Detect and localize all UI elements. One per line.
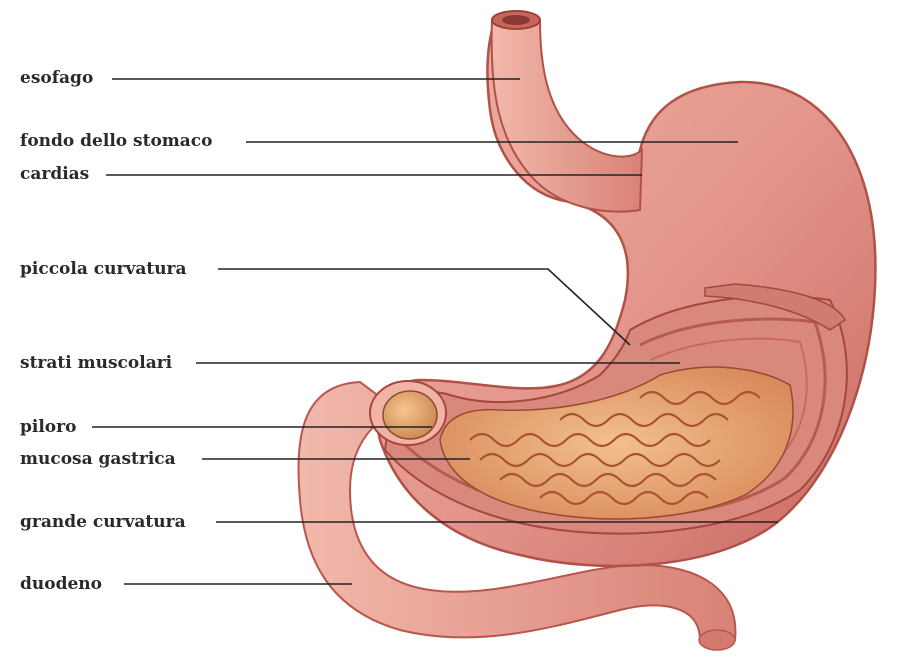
esophagus-shape xyxy=(492,11,642,212)
label-esofago: esofago xyxy=(20,68,93,88)
label-piccola-curvatura: piccola curvatura xyxy=(20,259,187,279)
pylorus-shape xyxy=(370,381,446,445)
label-fondo-dello-stomaco: fondo dello stomaco xyxy=(20,131,213,151)
label-piloro: piloro xyxy=(20,417,76,437)
label-cardias: cardias xyxy=(20,164,89,184)
label-strati-muscolari: strati muscolari xyxy=(20,353,172,373)
label-duodeno: duodeno xyxy=(20,574,102,594)
label-mucosa-gastrica: mucosa gastrica xyxy=(20,449,176,469)
leader-piccola-curvatura xyxy=(218,269,630,345)
label-grande-curvatura: grande curvatura xyxy=(20,512,186,532)
